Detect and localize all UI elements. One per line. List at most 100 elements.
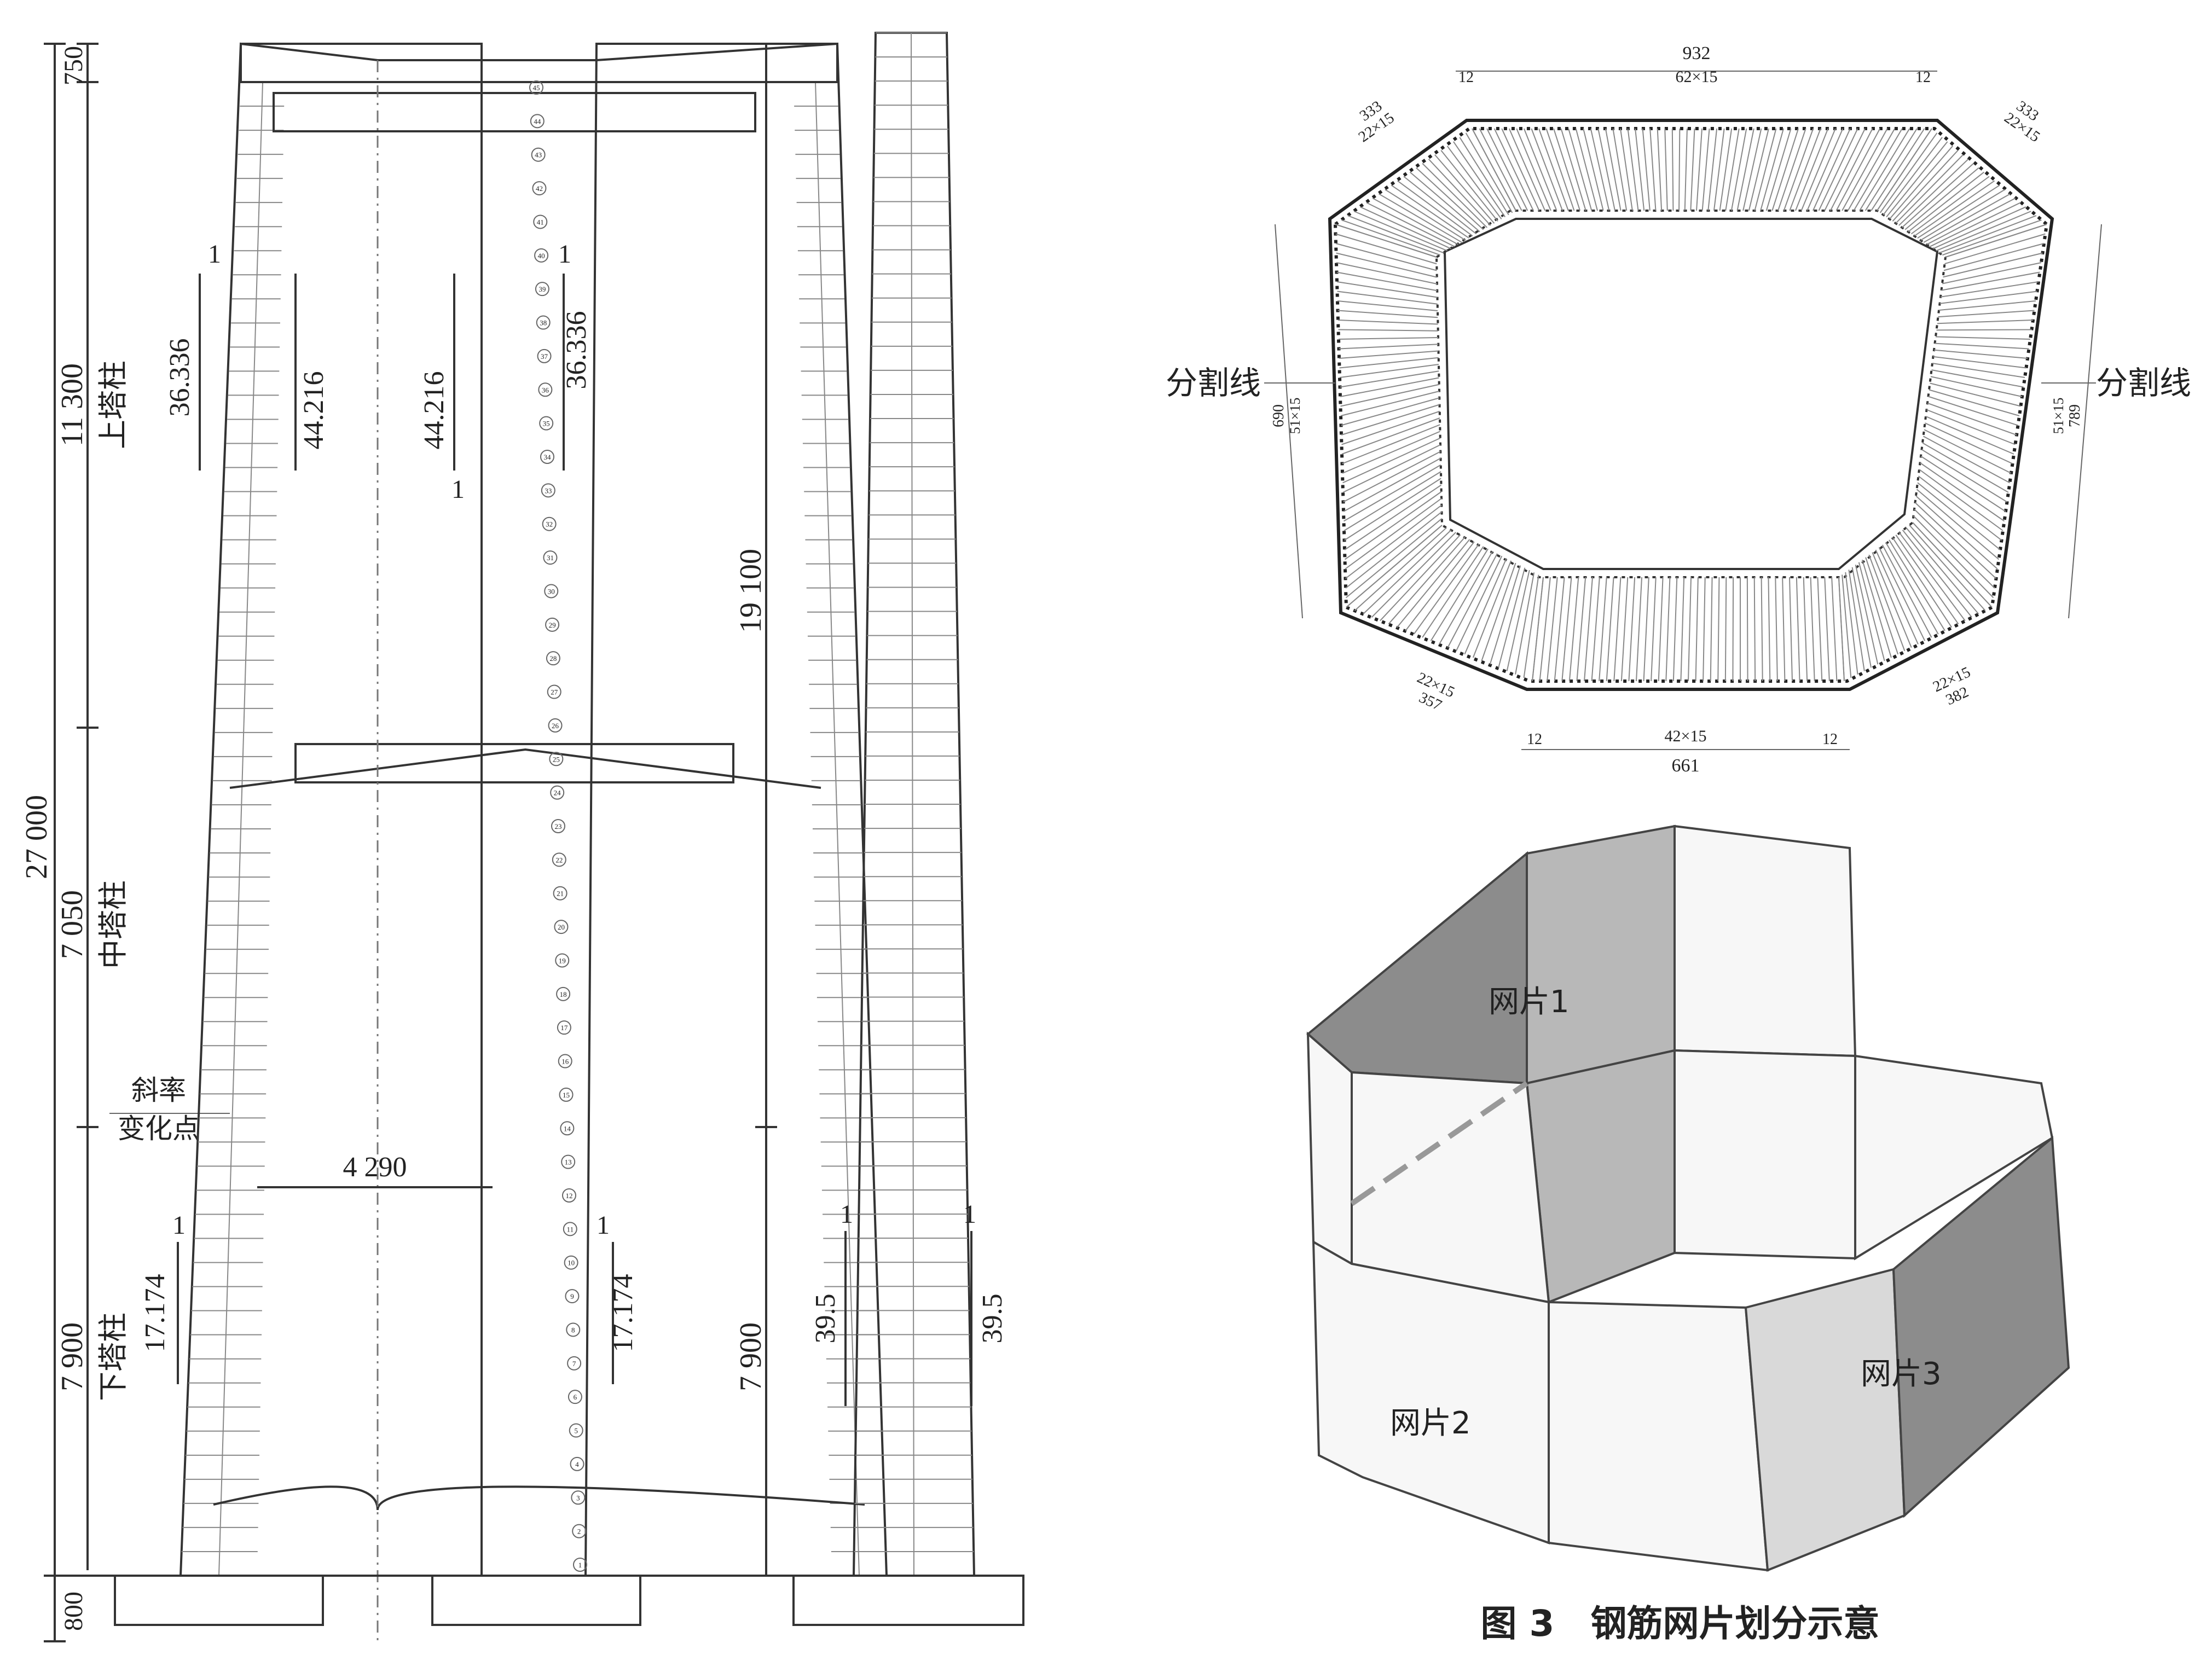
segment-number-circle <box>529 80 543 95</box>
inner-rebar <box>1435 210 1947 578</box>
stirrup-line <box>1818 128 1858 211</box>
stirrup-line <box>1800 128 1836 211</box>
stirrup-line <box>1678 128 1681 211</box>
stirrup-line <box>1895 154 1964 224</box>
stirrup-line <box>1523 128 1557 211</box>
stirrup-line <box>1851 567 1872 668</box>
stirrup-line <box>1363 529 1452 614</box>
stirrup-line <box>1597 128 1615 211</box>
stirrup-line <box>1612 128 1628 211</box>
stirrup-line <box>1783 128 1814 211</box>
segment-number-circle <box>548 718 563 733</box>
segment-number-text: 32 <box>546 520 553 529</box>
stirrup-line <box>1935 342 2029 350</box>
dim-4290: 4 290 <box>343 1152 407 1183</box>
segment-number-circle <box>551 819 565 833</box>
segment-number-circle <box>538 382 553 397</box>
stirrup-line <box>1806 128 1844 211</box>
mesh1-medium-panel <box>1526 824 1676 1085</box>
stirrup-line <box>1575 128 1598 211</box>
stirrup-line <box>1396 539 1470 628</box>
stirrup-line <box>1545 128 1575 211</box>
stirrup-line <box>1724 577 1727 682</box>
stirrup-line <box>1742 128 1762 211</box>
stirrup-line <box>1635 128 1645 211</box>
segment-number-text: 41 <box>537 218 544 226</box>
segment-number-circle <box>541 483 555 498</box>
stirrup-line <box>1761 577 1763 682</box>
stirrup-line <box>1932 363 2025 378</box>
stirrup-line <box>1902 530 1972 618</box>
stirrup-line <box>1760 128 1784 211</box>
stirrup-line <box>1877 128 1932 211</box>
side-slope-one-right: 1 <box>963 1200 976 1229</box>
segment-number-text: 30 <box>548 587 555 595</box>
side-slope-left: 39.5 <box>810 1294 841 1344</box>
label-slope-change-2: 变化点 <box>118 1113 200 1145</box>
stirrup-line <box>1340 370 1439 388</box>
segment-number-text: 17 <box>560 1024 568 1032</box>
stirrup-line <box>1465 132 1513 213</box>
dim-top-spacing: 62×15 <box>1676 68 1718 86</box>
stirrup-line <box>1498 567 1526 668</box>
stirrup-line <box>1889 539 1945 631</box>
segment-number-circle <box>547 684 561 699</box>
stirrup-line <box>1930 382 2021 407</box>
segment-number-circle <box>562 1188 576 1203</box>
stirrup-line <box>1532 577 1544 682</box>
stirrup-line <box>1422 162 1487 228</box>
segment-number-circle <box>559 1087 574 1102</box>
segment-number-circle <box>537 349 552 363</box>
stirrup-line <box>1339 357 1439 369</box>
stirrup-line <box>1878 547 1926 641</box>
stirrup-line <box>1777 128 1806 211</box>
stirrup-line <box>1338 329 1438 332</box>
stirrup-line <box>1479 128 1522 211</box>
segment-number-circle <box>542 516 557 531</box>
stirrup-line <box>1881 544 1932 638</box>
stirrup-line <box>1824 577 1830 682</box>
stirrup-line <box>1919 469 2003 531</box>
stirrup-line <box>1636 577 1642 682</box>
segment-number-circle <box>534 248 549 263</box>
segment-number-circle <box>556 986 571 1001</box>
segment-number-text: 31 <box>547 554 554 562</box>
stirrup-line <box>1385 189 1466 241</box>
stirrup-line <box>1926 198 2016 245</box>
stirrup-line <box>1912 522 1993 608</box>
stirrup-line <box>1872 552 1912 648</box>
stirrup-line <box>1516 128 1551 211</box>
stirrup-line <box>1338 337 1439 340</box>
stirrup-line <box>1901 162 1974 228</box>
stirrup-line <box>1599 577 1607 682</box>
stirrup-line <box>1671 128 1674 211</box>
mesh3-dark-panel <box>1892 1135 2070 1518</box>
stirrup-line <box>1892 150 1959 222</box>
stirrup-line <box>1939 215 2037 254</box>
stirrup-line <box>1472 128 1516 211</box>
stirrup-line <box>1341 410 1440 445</box>
segment-number-text: 27 <box>551 688 558 696</box>
stirrup-line <box>1341 397 1440 426</box>
segment-number-circle <box>549 752 564 766</box>
dim-bottom-edge-right: 12 <box>1822 731 1838 748</box>
stirrup-line <box>1343 464 1441 522</box>
label-upper-column: 上塔柱 <box>96 361 130 449</box>
stirrup-line <box>1339 350 1439 359</box>
stirrup-line <box>1489 565 1521 665</box>
stirrup-line <box>1923 193 2011 243</box>
segment-number-circle <box>545 617 560 632</box>
stirrup-line <box>1817 577 1823 682</box>
segment-number-text: 34 <box>544 453 552 461</box>
slope-one-5: 1 <box>597 1211 610 1240</box>
left-foundation <box>114 1575 324 1626</box>
stirrup-line <box>1405 541 1475 631</box>
stirrup-line <box>1935 336 2031 340</box>
stirrup-line <box>1933 356 2026 369</box>
stirrup-line <box>1440 150 1498 222</box>
stirrup-line <box>1835 128 1881 211</box>
stirrup-line <box>1695 577 1699 682</box>
left-column-segment-divider <box>218 82 263 1576</box>
stirrup-line <box>1927 402 2017 435</box>
segment-number-text: 15 <box>563 1091 570 1099</box>
